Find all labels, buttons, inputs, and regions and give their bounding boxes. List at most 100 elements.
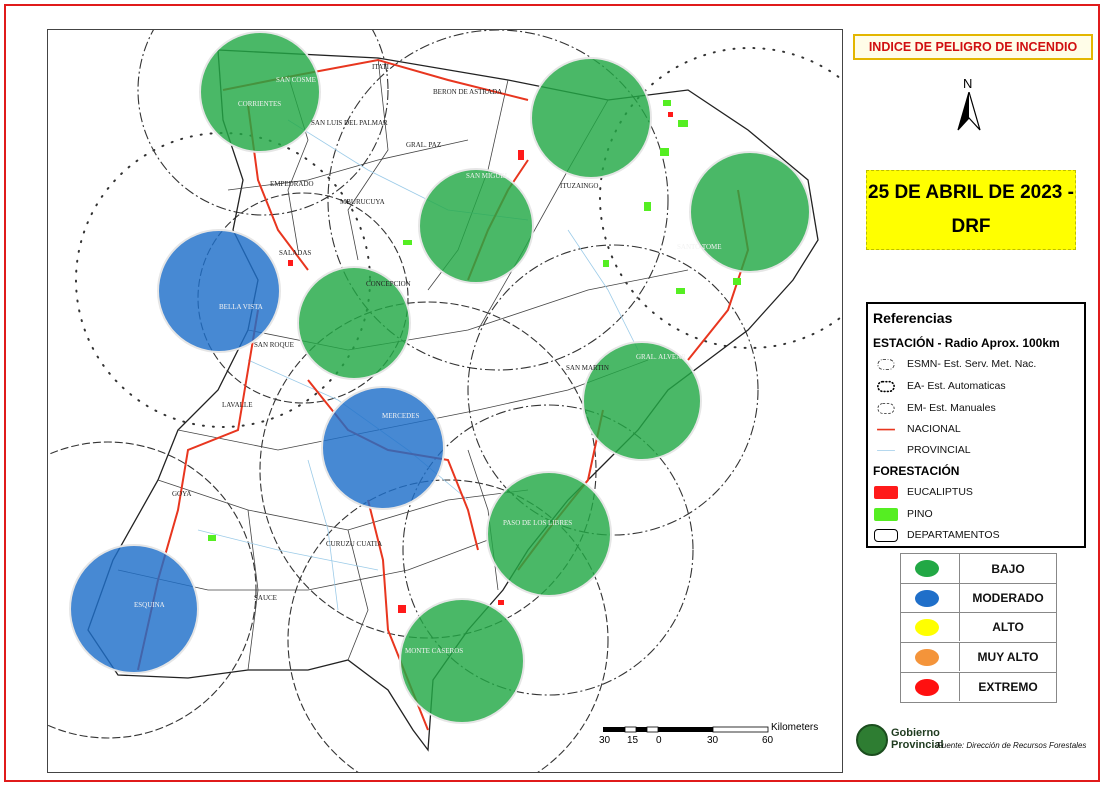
legend-item-departamentos: DEPARTAMENTOS bbox=[874, 527, 1000, 543]
tick-circle-icon bbox=[877, 402, 895, 414]
danger-level-legend: BAJO MODERADO ALTO MUY ALTO EXTREMO bbox=[900, 553, 1057, 703]
map-canvas bbox=[48, 30, 842, 772]
place-label: ITATI bbox=[372, 63, 389, 71]
place-label: BERON DE ASTRADA bbox=[433, 88, 503, 96]
department-border bbox=[247, 509, 259, 671]
legend-item-esmn: ESMN- Est. Serv. Met. Nac. bbox=[874, 356, 1036, 372]
scale-unit: Kilometers bbox=[771, 722, 819, 733]
place-label: SAUCE bbox=[254, 594, 277, 602]
place-label: SAN LUIS DEL PALMAR bbox=[311, 119, 388, 127]
station-esquina[interactable] bbox=[69, 544, 199, 674]
pine-plot bbox=[733, 278, 741, 285]
place-label: BELLA VISTA bbox=[219, 303, 263, 311]
legend-item-label: EA- Est. Automaticas bbox=[907, 380, 1006, 392]
dash-dot-circle-icon bbox=[877, 358, 895, 370]
range-ring bbox=[599, 47, 842, 349]
page-frame bbox=[4, 4, 1100, 782]
station-monte-caseros[interactable] bbox=[399, 598, 525, 724]
scale-bar-graphic bbox=[603, 726, 769, 733]
place-label: LAVALLE bbox=[222, 401, 253, 409]
department-border bbox=[227, 139, 469, 191]
legend-item-label: EM- Est. Manuales bbox=[907, 402, 996, 414]
place-label: MONTE CASEROS bbox=[405, 647, 464, 655]
north-label: N bbox=[963, 76, 973, 91]
level-dot bbox=[915, 589, 939, 607]
north-arrow-icon bbox=[957, 92, 981, 131]
station-mercedes[interactable] bbox=[321, 386, 445, 510]
place-label: SAN MIGUEL bbox=[466, 172, 509, 180]
legend-stations-heading: ESTACIÓN - Radio Aprox. 100km bbox=[873, 336, 1060, 350]
red-line-icon bbox=[877, 428, 895, 430]
department-border bbox=[347, 57, 389, 261]
place-label: SALADAS bbox=[279, 249, 312, 257]
station-bella-vista[interactable] bbox=[157, 229, 281, 353]
eucalyptus-plot bbox=[668, 112, 673, 117]
legend-item-label: DEPARTAMENTOS bbox=[907, 529, 1000, 541]
scale-tick: 0 bbox=[656, 735, 662, 746]
provincial-road bbox=[567, 229, 639, 351]
range-ring bbox=[402, 404, 694, 696]
legend-heading: Referencias bbox=[873, 310, 953, 326]
province-map[interactable]: ITATI SAN COSME CORRIENTES BERON DE ASTR… bbox=[47, 29, 843, 773]
scale-tick: 60 bbox=[762, 735, 774, 746]
level-label: BAJO bbox=[991, 561, 1025, 576]
provincial-road bbox=[197, 529, 379, 571]
eucalyptus-swatch bbox=[874, 485, 898, 499]
scale-tick: 15 bbox=[627, 735, 639, 746]
map-title: INDICE DE PELIGRO DE INCENDIO bbox=[853, 34, 1093, 60]
scale-tick: 30 bbox=[707, 735, 719, 746]
department-swatch bbox=[874, 528, 898, 542]
place-label: GRAL. ALVEAR bbox=[636, 353, 686, 361]
pine-swatch bbox=[874, 507, 898, 521]
range-ring bbox=[137, 30, 389, 216]
date-label: 25 DE ABRIL DE 2023 - DRF bbox=[866, 170, 1076, 250]
station-paso-de-los-libres[interactable] bbox=[486, 471, 612, 597]
level-dot bbox=[915, 648, 939, 666]
north-arrow: N bbox=[954, 76, 984, 132]
place-label: CURUZU CUATIA bbox=[326, 540, 383, 548]
eucalyptus-plot bbox=[518, 150, 524, 160]
station-markers bbox=[69, 31, 811, 724]
scale-tick: 30 bbox=[599, 735, 611, 746]
scale-bar: Kilometers 30 15 0 30 60 bbox=[595, 718, 835, 750]
legend-item-label: EUCALIPTUS bbox=[907, 486, 973, 498]
legend-item-eucaliptus: EUCALIPTUS bbox=[874, 484, 973, 500]
place-label: GOYA bbox=[172, 490, 192, 498]
provincial-road bbox=[307, 459, 339, 611]
government-seal-icon bbox=[856, 724, 888, 756]
station-ituzaingo[interactable] bbox=[530, 57, 652, 179]
legend-item-label: NACIONAL bbox=[907, 423, 961, 435]
legend-panel: Referencias ESTACIÓN - Radio Aprox. 100k… bbox=[866, 302, 1086, 548]
station-santo-tome[interactable] bbox=[689, 151, 811, 273]
place-label: CONCEPCION bbox=[366, 280, 411, 288]
level-label: MODERADO bbox=[972, 591, 1044, 605]
station-gral-alvear[interactable] bbox=[582, 341, 702, 461]
station-concepcion[interactable] bbox=[297, 266, 411, 380]
pine-plot bbox=[663, 100, 671, 106]
pine-plot bbox=[603, 260, 609, 267]
range-ring bbox=[259, 301, 597, 639]
legend-item-pino: PINO bbox=[874, 506, 933, 522]
place-label: GRAL. PAZ bbox=[406, 141, 442, 149]
station-corrientes[interactable] bbox=[199, 31, 321, 153]
place-label: SAN MARTIN bbox=[566, 364, 609, 372]
legend-item-label: PINO bbox=[907, 508, 933, 520]
legend-item-em: EM- Est. Manuales bbox=[874, 400, 996, 416]
pine-plot bbox=[676, 288, 685, 294]
pine-plot bbox=[403, 240, 412, 245]
legend-item-provincial: PROVINCIAL bbox=[874, 442, 971, 458]
place-label: PASO DE LOS LIBRES bbox=[503, 519, 573, 527]
danger-level-extremo: EXTREMO bbox=[901, 672, 1056, 701]
eucalyptus-plot bbox=[498, 600, 504, 605]
danger-level-alto: ALTO bbox=[901, 612, 1056, 641]
level-dot bbox=[915, 678, 939, 696]
station-san-miguel[interactable] bbox=[418, 168, 534, 284]
range-ring bbox=[287, 479, 609, 772]
legend-item-ea: EA- Est. Automaticas bbox=[874, 378, 1006, 394]
range-ring bbox=[327, 30, 669, 371]
legend-item-label: ESMN- Est. Serv. Met. Nac. bbox=[907, 358, 1037, 370]
pine-plot bbox=[660, 148, 669, 156]
pine-plot bbox=[208, 535, 216, 541]
blue-line-icon bbox=[877, 449, 895, 451]
place-label: SAN COSME bbox=[276, 76, 316, 84]
